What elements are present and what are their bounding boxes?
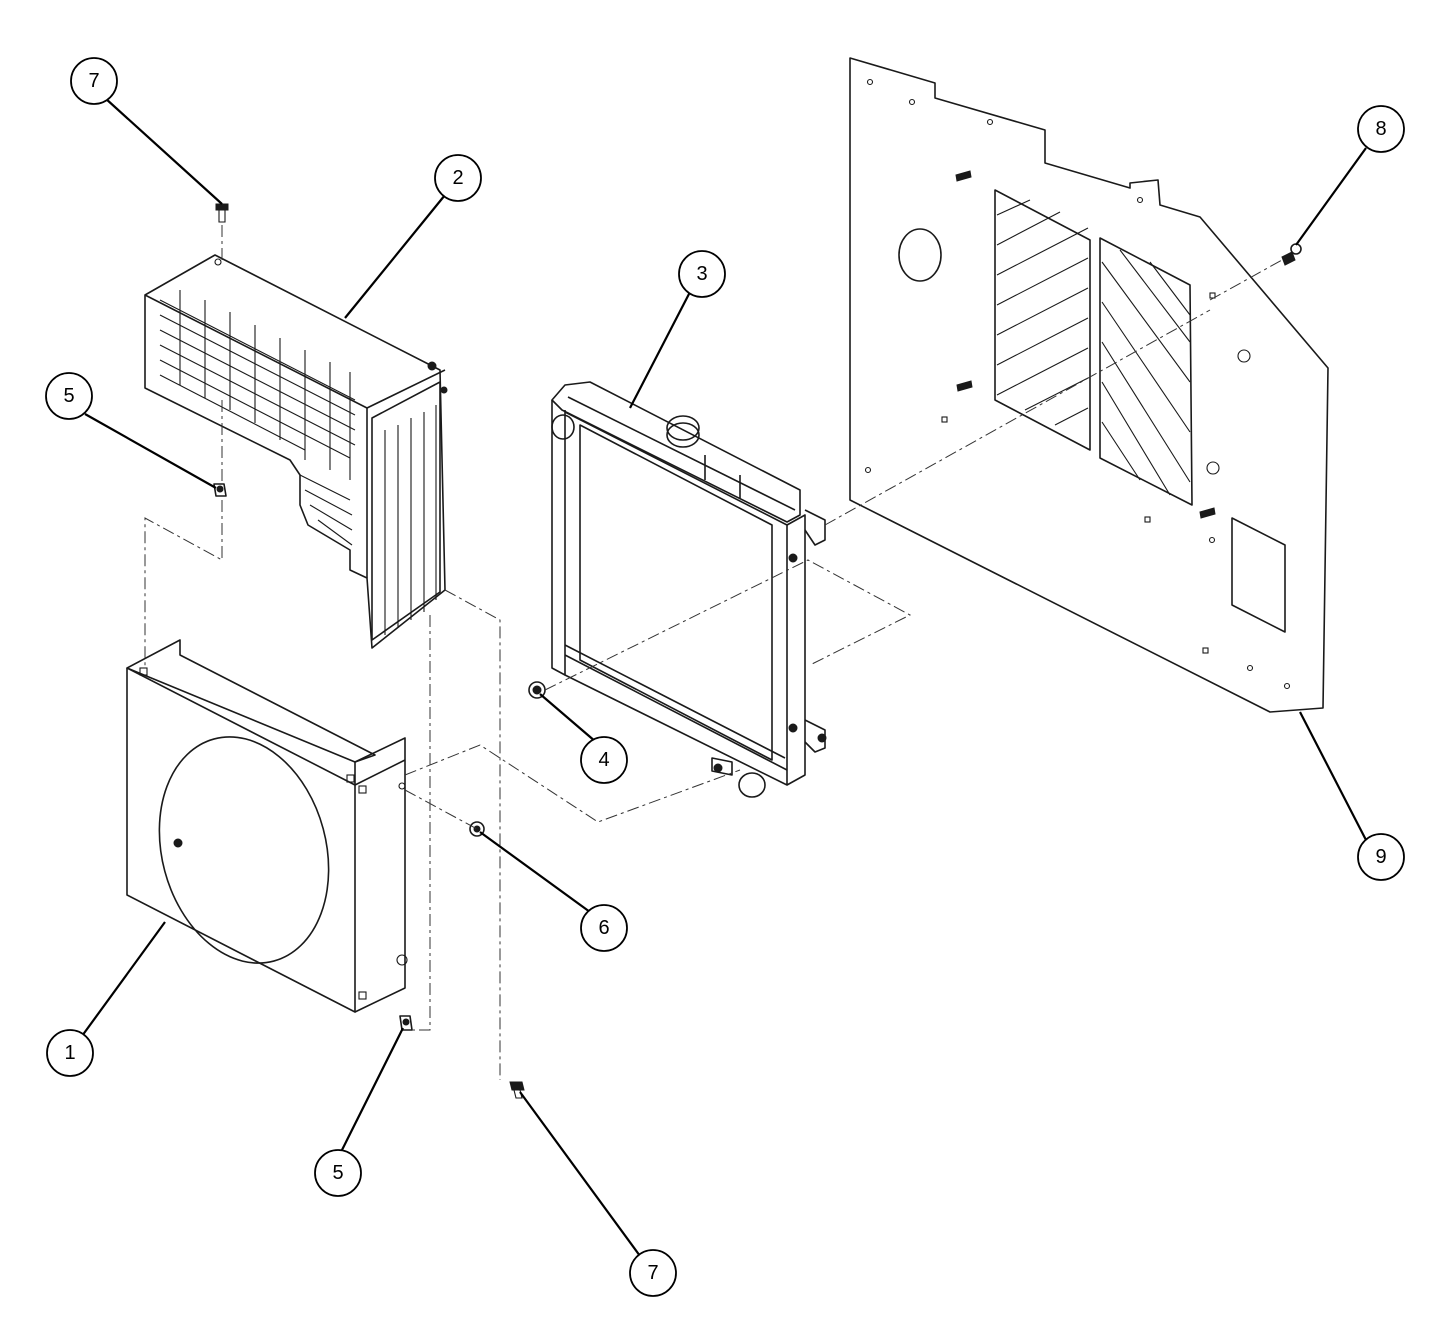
panel-holes <box>864 78 1291 690</box>
callout-6: 6 <box>580 904 628 952</box>
clip-nut-lower <box>399 1015 413 1031</box>
screw-panel <box>1281 243 1302 266</box>
callout-7-lower: 7 <box>629 1249 677 1297</box>
panel-studs <box>955 170 1216 519</box>
callout-7-upper-label: 7 <box>88 70 99 92</box>
callout-2-label: 2 <box>452 167 463 189</box>
callout-8: 8 <box>1357 105 1405 153</box>
callout-5-upper-label: 5 <box>63 385 74 407</box>
screw-upper <box>215 203 229 223</box>
callout-1: 1 <box>46 1029 94 1077</box>
callout-3: 3 <box>678 250 726 298</box>
callout-7-upper: 7 <box>70 57 118 105</box>
callout-9-label: 9 <box>1375 846 1386 868</box>
radiator <box>551 381 827 798</box>
callout-7-lower-label: 7 <box>647 1262 658 1284</box>
fan-guard <box>144 254 448 649</box>
callout-2: 2 <box>434 154 482 202</box>
mounting-panel <box>849 57 1329 713</box>
assembly-centerlines <box>144 225 1283 1080</box>
callout-5-lower-label: 5 <box>332 1162 343 1184</box>
callout-6-label: 6 <box>598 917 609 939</box>
panel-louver-left <box>994 189 1091 451</box>
callout-5-upper: 5 <box>45 372 93 420</box>
callout-3-label: 3 <box>696 263 707 285</box>
clip-nut-upper <box>213 483 227 497</box>
flange-nut <box>469 821 485 837</box>
callout-5-lower: 5 <box>314 1149 362 1197</box>
callout-8-label: 8 <box>1375 118 1386 140</box>
callout-9: 9 <box>1357 833 1405 881</box>
callout-4-label: 4 <box>598 749 609 771</box>
callout-4: 4 <box>580 736 628 784</box>
panel-louver-right <box>1099 237 1193 506</box>
leader-lines <box>81 97 1367 1257</box>
fan-shroud <box>126 639 408 1013</box>
fan-guard-slots <box>159 290 437 635</box>
callout-1-label: 1 <box>64 1042 75 1064</box>
